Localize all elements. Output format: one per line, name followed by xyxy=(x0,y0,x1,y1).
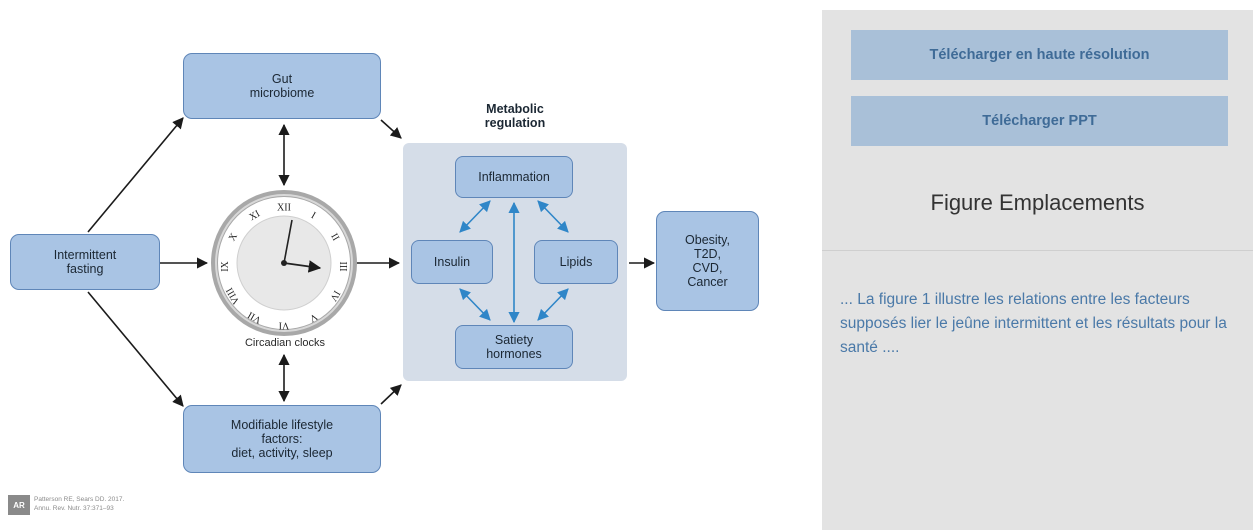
arrow-gut-to-metabolic xyxy=(380,119,402,139)
figure-excerpt-link[interactable]: ... La figure 1 illustre les relations e… xyxy=(840,291,1227,356)
clock-numeral: I xyxy=(309,210,317,221)
intermittent-fasting-node: Intermittent fasting xyxy=(10,234,160,290)
clock-numeral: VI xyxy=(279,320,290,331)
outcomes-node: Obesity, T2D, CVD, Cancer xyxy=(656,211,759,311)
download-ppt-button[interactable]: Télécharger PPT xyxy=(851,96,1228,146)
arrow-lifestyle-to-metabolic xyxy=(380,384,402,405)
arrow-inflammation-insulin xyxy=(459,200,491,233)
clock-numeral: XI xyxy=(247,208,262,223)
arrow-fasting-to-gut xyxy=(87,117,184,233)
figure-side-panel: Télécharger en haute résolution Téléchar… xyxy=(822,10,1253,530)
figure-locations-heading: Figure Emplacements xyxy=(930,190,1145,215)
arrow-fasting-to-lifestyle xyxy=(87,291,184,407)
annual-reviews-logo: AR xyxy=(8,495,30,515)
gut-microbiome-node: Gut microbiome xyxy=(183,53,381,119)
panel-divider xyxy=(822,250,1253,251)
satiety-hormones-node: Satiety hormones xyxy=(455,325,573,369)
clock-numeral: III xyxy=(337,262,348,272)
citation: AR Patterson RE, Sears DD. 2017. Annu. R… xyxy=(8,495,124,515)
clock-numeral: II xyxy=(328,232,341,243)
arrow-lipids-satiety xyxy=(537,288,569,321)
clock-numeral: XII xyxy=(277,203,291,214)
lipids-node: Lipids xyxy=(534,240,618,284)
clock-numeral: IX xyxy=(220,260,231,271)
metabolic-regulation-title: Metabolic regulation xyxy=(484,102,546,130)
insulin-node: Insulin xyxy=(411,240,493,284)
circadian-clocks-caption: Circadian clocks xyxy=(244,337,326,349)
citation-text: Patterson RE, Sears DD. 2017. Annu. Rev.… xyxy=(34,496,125,512)
arrow-inflammation-lipids xyxy=(537,200,569,233)
arrow-insulin-satiety xyxy=(459,288,491,321)
inflammation-node: Inflammation xyxy=(455,156,573,198)
download-high-resolution-button[interactable]: Télécharger en haute résolution xyxy=(851,30,1228,80)
modifiable-lifestyle-node: Modifiable lifestyle factors: diet, acti… xyxy=(183,405,381,473)
